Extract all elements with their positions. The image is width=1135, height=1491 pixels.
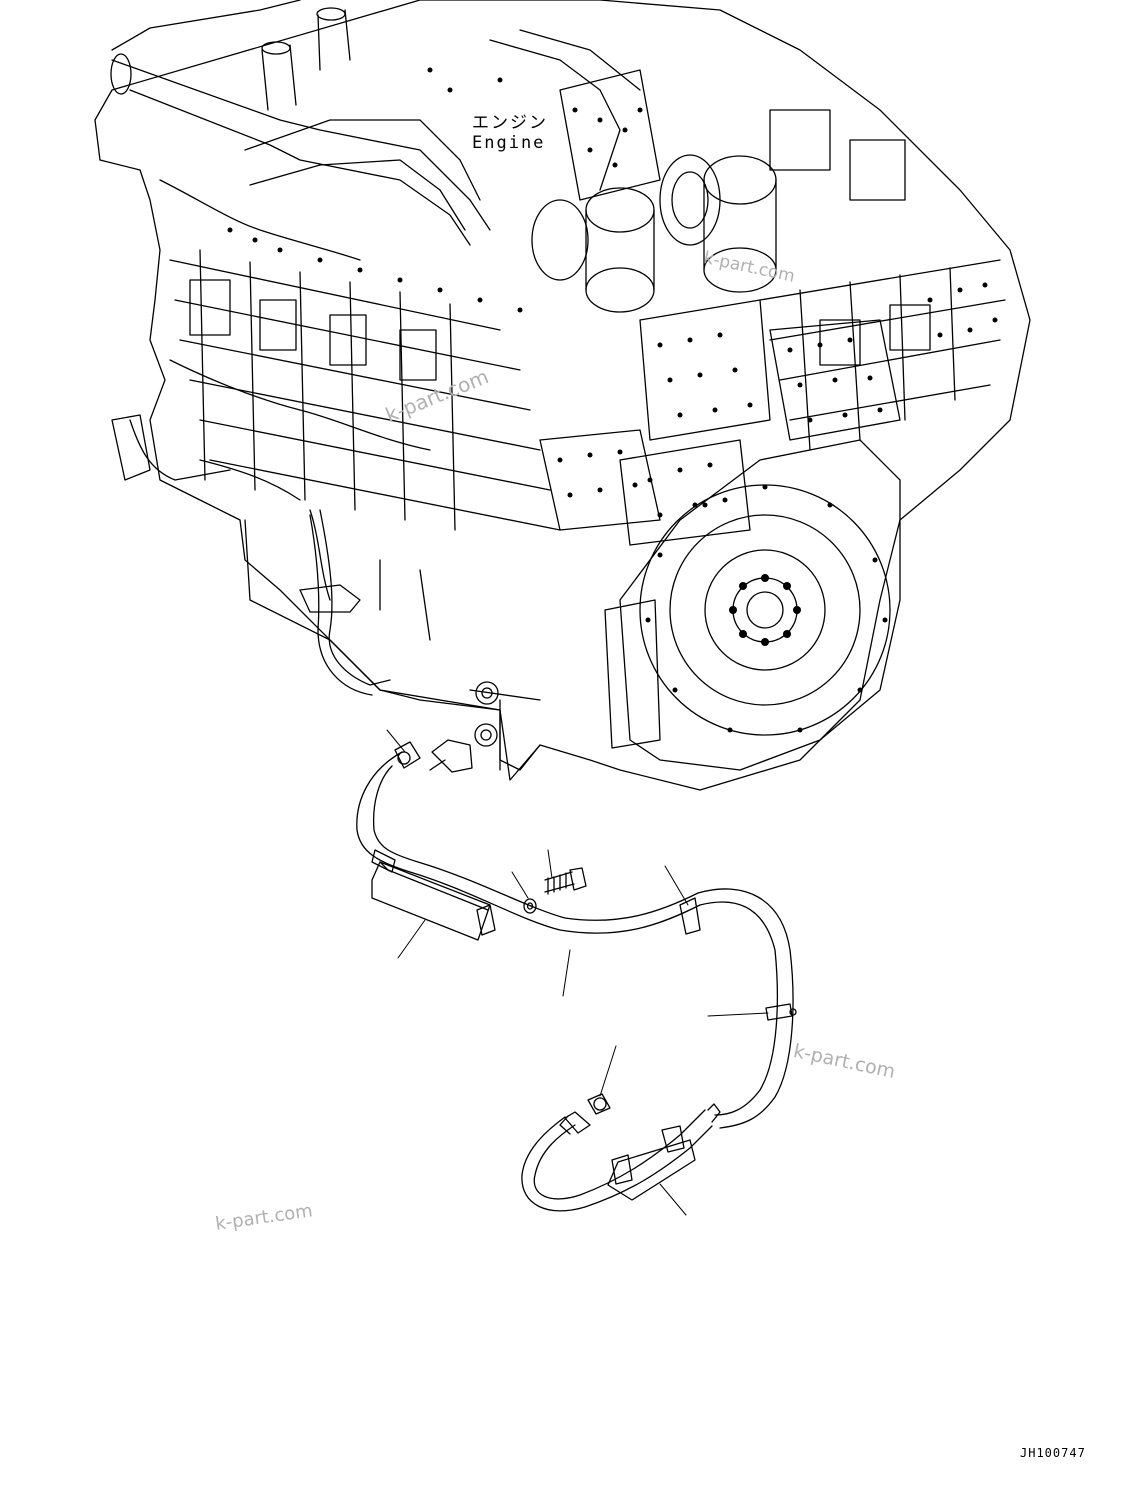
oil-filter xyxy=(111,414,151,481)
exhaust-pipe xyxy=(111,59,491,246)
engine-label-japanese: エンジン xyxy=(472,113,548,133)
hose-fitting-engine xyxy=(429,739,473,773)
hose-lower-inner xyxy=(521,1116,713,1212)
flywheel-housing xyxy=(619,439,901,771)
hose-fitting-bottom xyxy=(559,1111,591,1135)
turbocharger-left xyxy=(531,187,655,313)
cylinder-bank-left xyxy=(169,249,561,531)
valve-covers xyxy=(539,69,901,546)
exhaust-pipe-end xyxy=(110,53,132,95)
crankcase xyxy=(244,519,541,781)
drawing-number: JH100747 xyxy=(1020,1446,1086,1460)
hose-main-outer xyxy=(356,751,779,1116)
bolt xyxy=(544,867,587,895)
front-cover-plate xyxy=(604,599,661,749)
engine-label-english: Engine xyxy=(472,133,546,153)
hose-clamp-bottom xyxy=(587,1093,611,1115)
wiring-harness xyxy=(129,179,431,601)
intake-pipe xyxy=(244,119,481,231)
drain-port-upper xyxy=(475,681,499,705)
stack-pipes xyxy=(261,9,351,111)
cylinder-bank-right xyxy=(759,109,1006,451)
flywheel-bolts xyxy=(645,484,888,733)
engine-outline xyxy=(94,0,1031,791)
hose-main-inner xyxy=(372,765,794,1129)
hose-lower-outer xyxy=(533,1109,706,1200)
drain-port-lower xyxy=(474,723,498,747)
hose-clamp-top xyxy=(394,741,421,769)
band-clips xyxy=(371,849,797,1185)
sensor-cable xyxy=(319,509,391,686)
hose-protector-upper xyxy=(371,861,491,941)
leader-lines xyxy=(386,729,769,1216)
bolt-heads xyxy=(227,67,998,518)
hose-assembly xyxy=(356,729,797,1216)
engine-assembly xyxy=(94,0,1031,791)
washer xyxy=(523,898,537,914)
turbocharger-right xyxy=(659,154,777,293)
hose-protector-lower xyxy=(607,1139,696,1201)
